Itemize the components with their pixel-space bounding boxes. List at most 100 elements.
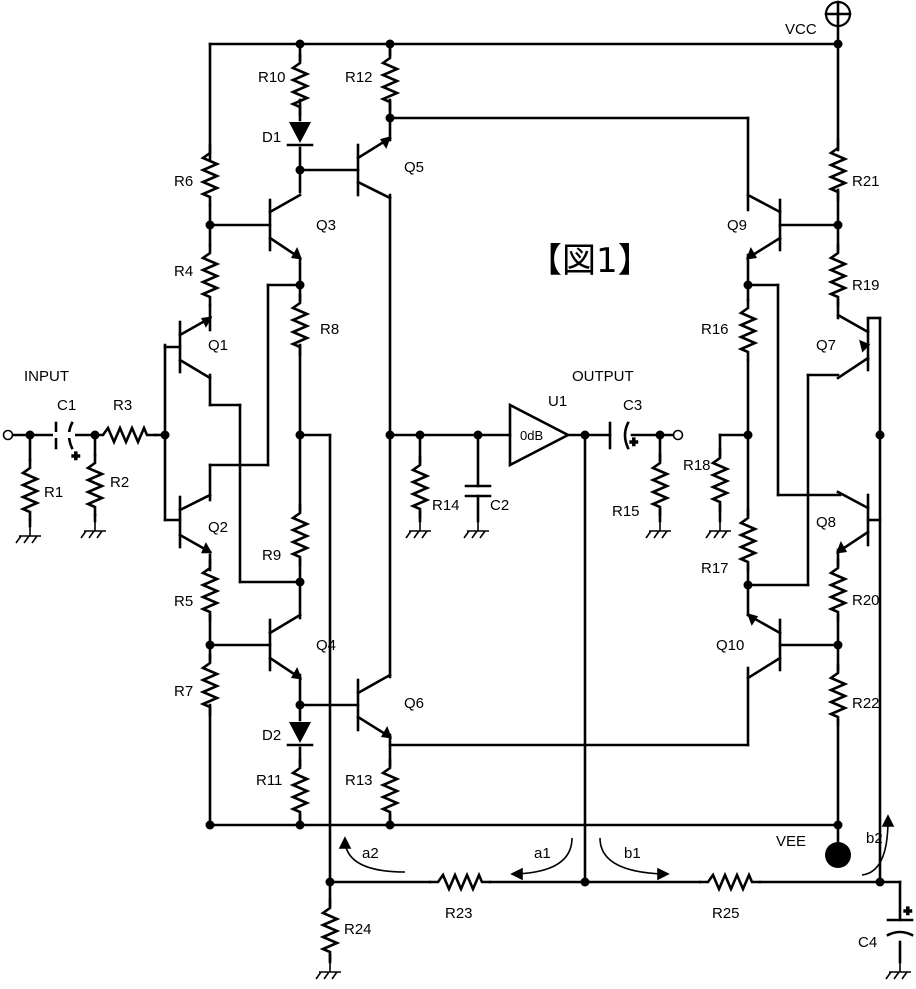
label-r10: R10: [258, 69, 286, 86]
transistor-q4: [268, 613, 302, 680]
output-terminal-icon: [672, 429, 684, 441]
label-q8: Q8: [816, 514, 836, 531]
b1-label: b1: [624, 845, 641, 862]
svg-text:+: +: [904, 903, 912, 918]
resistor-r10: [291, 53, 309, 117]
figure-title: 【図1】: [528, 241, 652, 281]
label-r7: R7: [174, 683, 193, 700]
diode-d1: [286, 122, 314, 147]
label-r14: R14: [432, 497, 460, 514]
resistor-r6: [201, 143, 219, 207]
resistor-r2: [86, 453, 104, 517]
transistor-q10: [746, 613, 782, 680]
svg-text:+: +: [72, 448, 80, 463]
u1-label: U1: [548, 393, 567, 410]
u1-gain-label: 0dB: [520, 428, 543, 443]
label-r13: R13: [345, 772, 373, 789]
capacitors: + + +: [53, 421, 914, 937]
label-r6: R6: [174, 173, 193, 190]
resistor-r17: [739, 508, 757, 572]
label-q3: Q3: [316, 217, 336, 234]
transistor-q9: [746, 193, 782, 260]
arrow-b2-icon: [861, 819, 889, 876]
a1-label: a1: [534, 845, 551, 862]
a2-label: a2: [362, 845, 379, 862]
label-r4: R4: [174, 263, 193, 280]
junction-dots: [25, 39, 885, 887]
label-r2: R2: [110, 474, 129, 491]
transistors: [163, 136, 871, 739]
label-r24: R24: [344, 921, 372, 938]
arrow-a1-icon: [514, 837, 573, 875]
resistor-r23: [428, 873, 492, 891]
output-label: OUTPUT: [572, 368, 634, 385]
resistor-r5: [201, 558, 219, 622]
diode-d2: [286, 722, 314, 747]
vcc-label: VCC: [785, 21, 817, 38]
capacitor-c3: +: [608, 421, 639, 450]
label-r18: R18: [683, 457, 711, 474]
resistor-r12: [381, 48, 399, 112]
transistor-q2: [163, 493, 213, 554]
resistor-r7: [201, 653, 219, 717]
arrow-b1-icon: [599, 837, 665, 875]
b2-label: b2: [866, 830, 883, 847]
capacitor-c1: +: [53, 421, 81, 464]
capacitor-c2: [464, 484, 492, 498]
current-arrows: [338, 814, 895, 881]
transistor-q6: [356, 673, 392, 739]
svg-text:+: +: [630, 434, 638, 449]
buffer-u1: [508, 402, 571, 468]
label-c4: C4: [858, 934, 877, 951]
label-r5: R5: [174, 593, 193, 610]
label-c3: C3: [623, 397, 642, 414]
resistor-r18: [711, 448, 729, 512]
resistor-r13: [381, 758, 399, 822]
label-r1: R1: [44, 484, 63, 501]
resistor-r14: [411, 455, 429, 519]
wires: [6, 24, 902, 964]
labels: VCC VEE INPUT OUTPUT U1 0dB a1 a2 b1 b2 …: [24, 21, 883, 951]
label-r9: R9: [262, 547, 281, 564]
transistor-q5: [356, 136, 392, 200]
label-c2: C2: [490, 497, 509, 514]
resistor-r22: [829, 663, 847, 727]
resistor-r15: [651, 453, 669, 517]
resistor-r25: [698, 873, 762, 891]
label-q6: Q6: [404, 695, 424, 712]
resistor-r9: [291, 503, 309, 567]
label-q1: Q1: [208, 337, 228, 354]
capacitor-c4: +: [886, 902, 914, 937]
label-r3: R3: [113, 397, 132, 414]
label-r15: R15: [612, 503, 640, 520]
resistor-r11: [291, 758, 309, 822]
label-r12: R12: [345, 69, 373, 86]
label-r11: R11: [256, 772, 282, 789]
label-r8: R8: [320, 321, 339, 338]
label-r16: R16: [701, 321, 729, 338]
label-d1: D1: [262, 129, 281, 146]
resistor-r21: [829, 138, 847, 202]
vcc-terminal-icon: [824, 0, 852, 28]
resistor-r24: [321, 898, 339, 962]
input-terminal-icon: [2, 429, 14, 441]
label-q9: Q9: [727, 217, 747, 234]
label-r21: R21: [852, 173, 880, 190]
vee-terminal-icon: [825, 842, 851, 868]
label-r17: R17: [701, 560, 729, 577]
resistor-r8: [291, 293, 309, 357]
transistor-q7: [836, 313, 871, 380]
label-r22: R22: [852, 695, 880, 712]
label-r19: R19: [852, 277, 880, 294]
resistor-r20: [829, 558, 847, 622]
transistor-q1: [163, 316, 213, 380]
transistor-q3: [268, 193, 302, 260]
label-r25: R25: [712, 905, 740, 922]
label-d2: D2: [262, 727, 281, 744]
transistor-q8: [836, 490, 870, 554]
resistor-r4: [201, 243, 219, 307]
vee-label: VEE: [776, 833, 806, 850]
label-q4: Q4: [316, 637, 336, 654]
terminals: [2, 0, 852, 868]
